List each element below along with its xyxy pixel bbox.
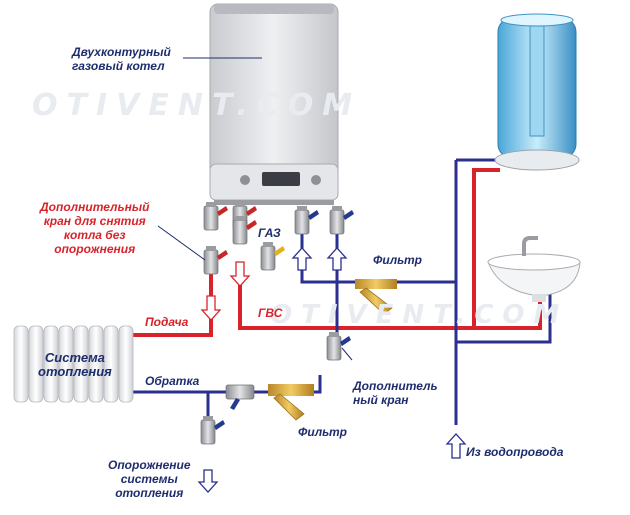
shower-top xyxy=(500,13,574,27)
radiator-label: Система отопления xyxy=(38,350,112,379)
radiator-section xyxy=(58,325,74,403)
radiator-section xyxy=(28,325,44,403)
filter-top-sump xyxy=(359,287,393,315)
drain-arrow xyxy=(197,469,219,493)
extra-valve-top-leader xyxy=(157,225,206,261)
return-label: Обратка xyxy=(145,374,200,388)
filter-bottom xyxy=(268,384,314,421)
supply-valve-top xyxy=(203,202,228,231)
return-pipe xyxy=(120,375,322,394)
radiator-section xyxy=(118,325,134,403)
return-line-valve xyxy=(225,384,255,410)
dhw-riser-pipe xyxy=(472,168,500,328)
water-main-arrow xyxy=(445,433,467,459)
return-extra-valve xyxy=(326,332,351,361)
valves xyxy=(200,202,354,445)
water-main-label: Из водопровода xyxy=(466,445,564,459)
gas-boiler xyxy=(209,3,339,205)
dhw-pipe xyxy=(238,272,542,330)
flow-arrows xyxy=(197,247,467,493)
shower-cabin xyxy=(494,13,580,171)
radiator-section xyxy=(103,325,119,403)
dhw-arrow xyxy=(229,261,251,287)
shower-panel xyxy=(529,25,545,137)
filter-bottom-label: Фильтр xyxy=(298,425,347,439)
extra-valve-bottom-label: Дополнитель ный кран xyxy=(353,379,438,407)
filter-top-body xyxy=(355,279,397,289)
watermark-bottom: OTIVENT.COM xyxy=(270,300,569,330)
supply-extra-valve xyxy=(203,246,228,275)
sink-rim xyxy=(487,253,581,271)
gas-label: ГАЗ xyxy=(258,226,281,240)
extra-valve-top-label: Дополнительный кран для снятия котла без… xyxy=(40,200,150,256)
boiler-bottom xyxy=(214,200,334,205)
filter-bottom-sump xyxy=(273,393,305,421)
boiler-knob-right xyxy=(311,175,321,185)
extra-valve-bottom-leader xyxy=(341,347,353,361)
radiator-section xyxy=(43,325,59,403)
boiler-display xyxy=(262,172,300,186)
blue-pipes xyxy=(120,158,552,438)
gas-valve xyxy=(260,242,285,271)
drain-valve xyxy=(200,416,225,445)
drain-label: Опорожнение системы отопления xyxy=(108,458,191,500)
boiler-label: Двухконтурный газовый котел xyxy=(72,45,171,73)
filter-top xyxy=(355,279,397,315)
radiator-section xyxy=(73,325,89,403)
radiator xyxy=(13,325,134,403)
sink xyxy=(487,236,581,302)
supply-label: Подача xyxy=(145,315,189,329)
cold-inlet-arrow xyxy=(291,247,313,271)
cold-inlet-valve xyxy=(294,206,319,235)
filter-top-label: Фильтр xyxy=(373,253,422,267)
radiator-section xyxy=(13,325,29,403)
watermark-top: OTIVENT.COM xyxy=(32,88,362,123)
boiler-knob-left xyxy=(240,175,250,185)
shower-tray xyxy=(494,149,580,171)
dhw-label: ГВС xyxy=(258,306,283,320)
filter-bottom-body xyxy=(268,384,314,396)
red-pipes xyxy=(120,168,542,337)
supply-pipe xyxy=(120,272,213,337)
return-valve xyxy=(329,206,354,235)
supply-arrow xyxy=(200,295,222,321)
radiator-section xyxy=(88,325,104,403)
return-arrow xyxy=(326,247,348,271)
sink-faucet xyxy=(522,236,538,256)
dhw-extra-valve xyxy=(232,216,257,245)
cold-sink-pipe xyxy=(456,290,552,344)
sink-pedestal-joint xyxy=(532,294,546,302)
boiler-top-cap xyxy=(214,4,334,14)
